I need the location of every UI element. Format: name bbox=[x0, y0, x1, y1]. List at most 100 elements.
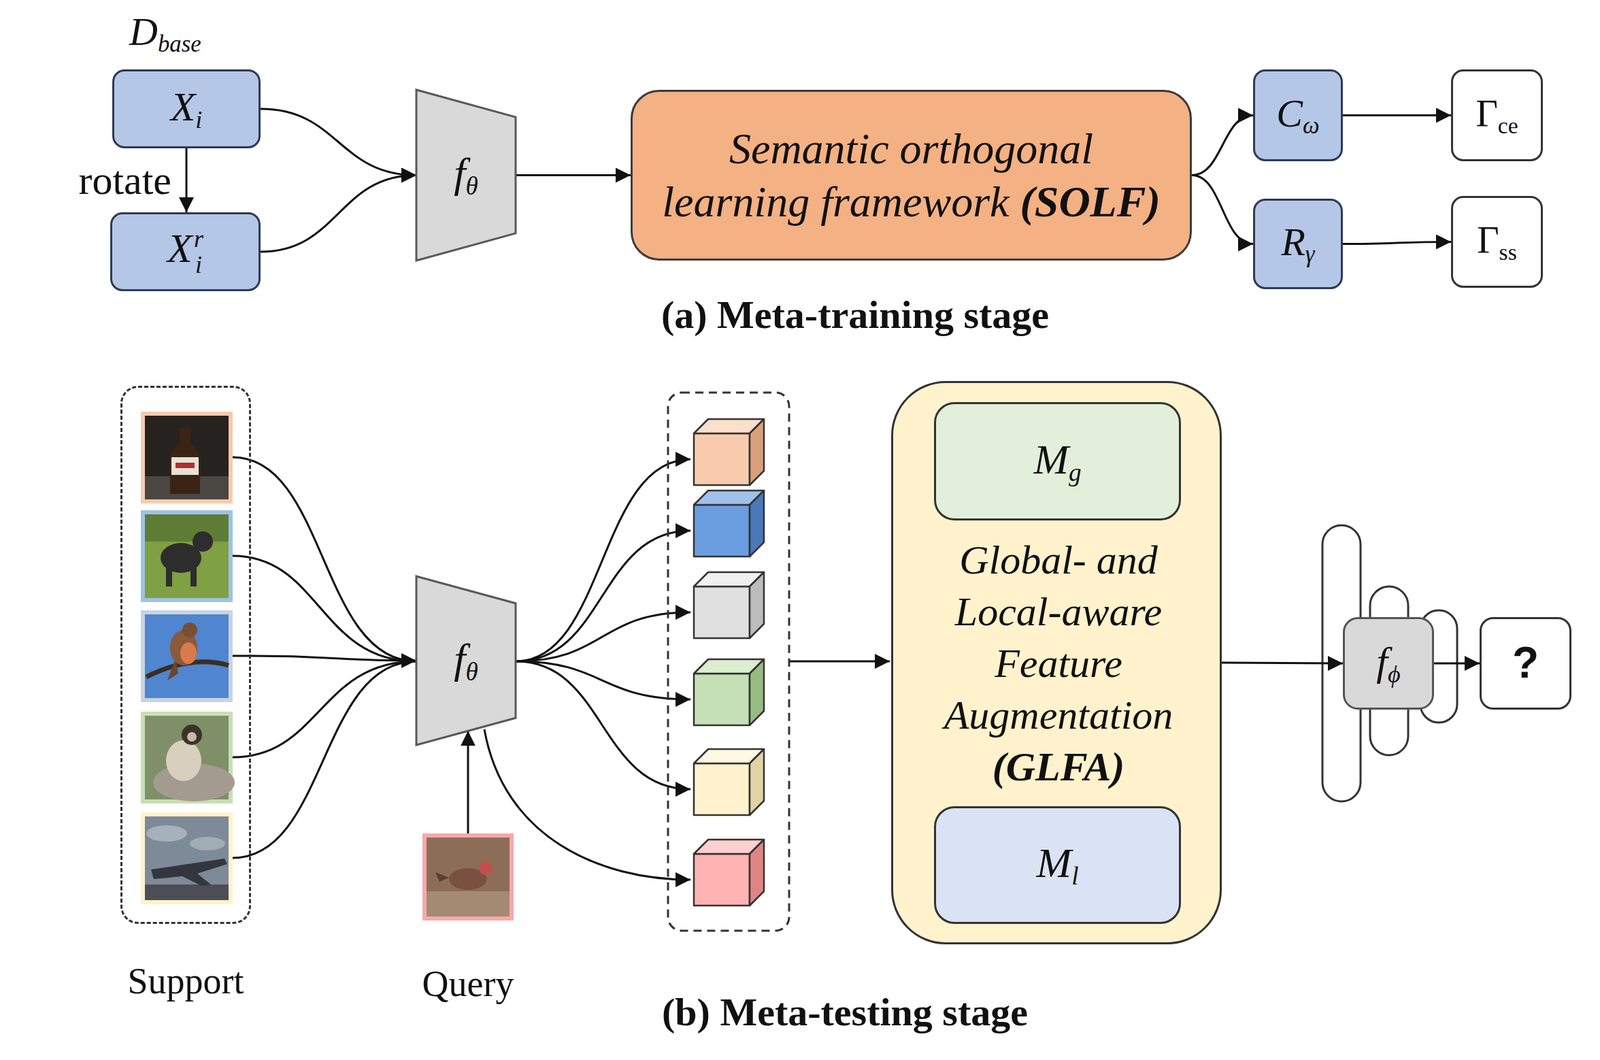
subscript: ϕ bbox=[1387, 660, 1401, 688]
figure-shape bbox=[693, 586, 750, 639]
figure-shape bbox=[232, 661, 417, 858]
arrow-connector bbox=[1191, 115, 1254, 176]
figure-shape bbox=[144, 514, 229, 598]
bottle-image bbox=[140, 411, 233, 504]
figure-shape bbox=[749, 659, 764, 726]
node-label: fθ bbox=[453, 148, 479, 202]
node-label: Semantic orthogonal learning framework (… bbox=[657, 122, 1165, 229]
feature-arrows bbox=[484, 459, 890, 880]
figure-shape bbox=[192, 531, 213, 552]
augmentation-module: Global- and Local-aware Feature Augmenta… bbox=[891, 380, 1222, 945]
figure-shape bbox=[515, 661, 691, 790]
text-part: M bbox=[1036, 839, 1073, 886]
emphasis: (GLFA) bbox=[992, 744, 1125, 790]
figure-shape bbox=[140, 610, 233, 703]
subscript: ω bbox=[1302, 112, 1320, 139]
bird-image bbox=[140, 610, 233, 703]
panel-caption: (b) Meta-testing stage bbox=[661, 989, 1028, 1036]
trapezoid-shape bbox=[416, 576, 516, 745]
local-module: Ml bbox=[934, 806, 1181, 924]
trapezoid-shape bbox=[416, 89, 516, 261]
subscript: γ bbox=[1305, 240, 1315, 268]
arrow-connector bbox=[1191, 175, 1254, 245]
node-label: Cω bbox=[1276, 91, 1320, 140]
node-label: Γce bbox=[1475, 91, 1518, 140]
node-label: Xir bbox=[167, 225, 204, 279]
figure-shape bbox=[140, 411, 233, 504]
figure-shape bbox=[515, 459, 691, 662]
rotation-head: Rγ bbox=[1253, 198, 1343, 290]
loss-box: Γce bbox=[1451, 69, 1543, 162]
classifier-box: fϕ bbox=[1342, 617, 1435, 710]
arrow-connector bbox=[260, 108, 417, 176]
framework-box: Semantic orthogonal learning framework (… bbox=[630, 89, 1192, 261]
text-part: R bbox=[1280, 219, 1305, 264]
figure-shape bbox=[693, 504, 750, 557]
rotated-input-box: Xir bbox=[110, 212, 261, 292]
figure-shape bbox=[232, 655, 252, 658]
query-image bbox=[422, 833, 514, 921]
figure-shape bbox=[140, 510, 233, 603]
dog-image bbox=[140, 510, 233, 603]
figure-shape bbox=[187, 731, 197, 742]
figure-shape bbox=[422, 833, 514, 921]
node-label: Global- and Local-aware Feature Augmenta… bbox=[908, 534, 1209, 793]
text-part: f bbox=[453, 635, 466, 682]
figure-shape bbox=[749, 490, 764, 557]
figure-shape bbox=[749, 572, 764, 639]
figure-shape bbox=[144, 514, 229, 542]
figure-shape bbox=[693, 763, 750, 815]
figure-shape bbox=[435, 872, 449, 882]
arrow-connector bbox=[467, 730, 470, 834]
feature-cubes bbox=[693, 419, 764, 906]
node-label: Mg bbox=[1033, 435, 1081, 488]
loss-box: Γss bbox=[1451, 195, 1543, 288]
global-module: Mg bbox=[934, 402, 1181, 521]
subscript: ce bbox=[1497, 112, 1519, 139]
text-part: f bbox=[453, 149, 466, 196]
script-char: r bbox=[193, 226, 204, 253]
figure-shape bbox=[693, 433, 750, 486]
figure-shape bbox=[181, 724, 203, 745]
feature-group bbox=[668, 392, 790, 931]
figure-shape bbox=[182, 622, 198, 638]
panel-caption: (a) Meta-training stage bbox=[661, 292, 1049, 339]
emphasis: (SOLF) bbox=[1019, 177, 1160, 226]
figure-shape bbox=[749, 839, 764, 906]
feature-wires bbox=[232, 457, 417, 858]
figure-shape bbox=[144, 816, 229, 900]
figure-shape bbox=[789, 660, 890, 663]
input-box: Xi bbox=[112, 69, 261, 149]
arrow-connector bbox=[251, 655, 417, 661]
classifier-head: Cω bbox=[1253, 69, 1343, 162]
figure-shape bbox=[515, 661, 691, 700]
encoder-trapezoid: fθ bbox=[416, 89, 516, 261]
node-label: Ml bbox=[1036, 838, 1079, 892]
subscript: ss bbox=[1499, 239, 1518, 265]
node-label: Query bbox=[422, 962, 515, 1005]
figure-shape bbox=[232, 457, 417, 662]
figure-shape bbox=[180, 642, 197, 664]
node-label: Support bbox=[127, 959, 244, 1003]
text-part: X bbox=[170, 84, 196, 130]
plane-image bbox=[140, 812, 233, 905]
figure-shape bbox=[693, 673, 750, 726]
script-char: i bbox=[193, 252, 204, 279]
figure-shape bbox=[151, 858, 228, 886]
subscript: g bbox=[1068, 458, 1082, 487]
figure-shape bbox=[175, 462, 195, 469]
node-label: fϕ bbox=[1376, 638, 1400, 689]
text-part: C bbox=[1276, 91, 1303, 136]
text-part: Γ bbox=[1476, 219, 1499, 262]
subscript: θ bbox=[465, 172, 478, 200]
node-label: Γss bbox=[1476, 218, 1518, 266]
dataset-label: Dbase bbox=[129, 9, 202, 58]
figure-shape bbox=[426, 891, 510, 917]
figure-shape bbox=[144, 884, 229, 900]
text-part: Γ bbox=[1475, 92, 1498, 135]
monkey-image bbox=[140, 711, 235, 804]
figure-shape bbox=[515, 612, 691, 662]
node-label: fθ bbox=[453, 634, 479, 688]
figure-shape bbox=[171, 457, 199, 475]
query-frame: Query bbox=[422, 833, 514, 921]
